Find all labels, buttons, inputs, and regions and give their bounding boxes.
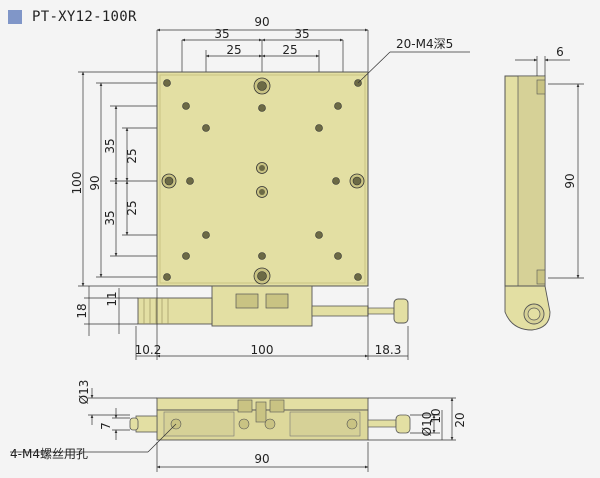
title-marker-icon: [8, 10, 22, 24]
dim-bottom-18-3: 18.3: [375, 343, 402, 357]
dim-micrometer-11: 11: [105, 291, 119, 306]
screw-hole-callout: 4-M4螺丝用孔: [10, 447, 88, 461]
micrometer-top: [137, 285, 409, 327]
dim-left-25: 25: [226, 43, 241, 57]
dim-bottom-10-2: 10.2: [135, 343, 162, 357]
dim-top-25: 25: [125, 148, 139, 163]
dim-right-25: 25: [282, 43, 297, 57]
mounting-holes: [163, 79, 362, 281]
dim-right-35: 35: [294, 27, 309, 41]
dim-bottom-25: 25: [125, 200, 139, 215]
dim-front-10: 10: [429, 408, 443, 423]
dim-width-90: 90: [254, 15, 269, 29]
dim-front-dia13: Ø13: [77, 380, 91, 405]
dim-side-90: 90: [563, 173, 577, 188]
dim-height-90: 90: [88, 175, 102, 190]
dim-front-20: 20: [453, 412, 467, 427]
dim-side-6: 6: [556, 45, 564, 59]
front-view: Ø13 7 Ø10 10 20 90 4-M4螺丝用孔: [10, 380, 467, 472]
top-view: 20-M4深5 90 35 35 25 25 100 90 35 35 25 2…: [70, 15, 470, 360]
title-bar: PT-XY12-100R: [8, 7, 137, 27]
dim-top-35: 35: [103, 138, 117, 153]
thread-callout: 20-M4深5: [396, 37, 453, 51]
dim-bottom-35: 35: [103, 210, 117, 225]
dim-front-dia10: Ø10: [420, 412, 434, 437]
dim-front-7: 7: [99, 422, 113, 430]
page-title: PT-XY12-100R: [32, 9, 137, 25]
dim-micrometer-18: 18: [75, 303, 89, 318]
dim-front-90: 90: [254, 452, 269, 466]
dim-bottom-100: 100: [251, 343, 274, 357]
counterbore-holes: [161, 77, 365, 285]
side-view: 6 90: [504, 45, 584, 331]
dim-height-100: 100: [70, 172, 84, 195]
dim-left-35: 35: [214, 27, 229, 41]
